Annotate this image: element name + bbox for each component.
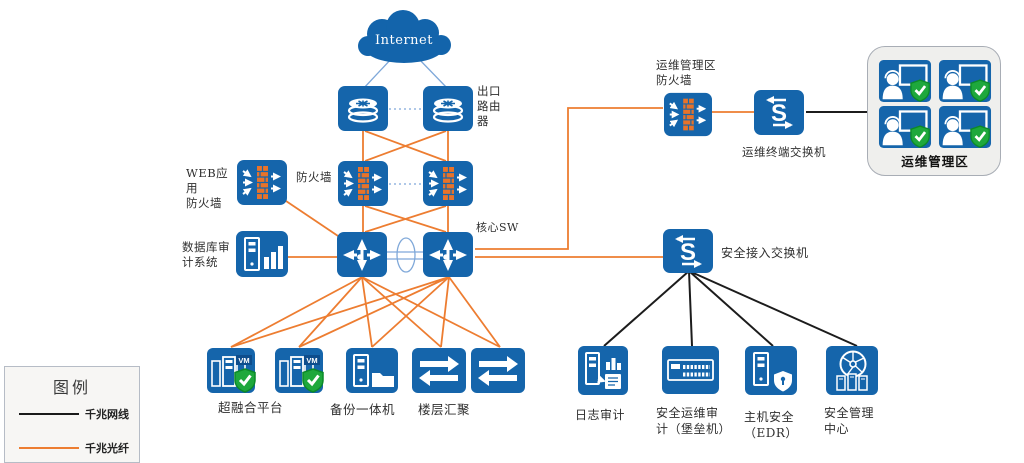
- firewall-icon: [423, 161, 473, 206]
- switch-s-glyph: S: [771, 100, 787, 127]
- om-firewall-label: 运维管理区 防火墙: [656, 58, 716, 87]
- internet-cloud: Internet: [356, 7, 452, 65]
- s-switch-icon: S: [754, 90, 804, 135]
- access-switch-label: 安全接入交换机: [721, 246, 809, 260]
- backup-icon: [346, 348, 398, 393]
- stack-ring: [396, 237, 416, 273]
- om-terminal-switch-node: S: [754, 90, 804, 135]
- router-icon: [423, 86, 473, 131]
- om-terminal-switch-label: 运维终端交换机: [742, 145, 826, 159]
- s-switch-icon: S: [663, 229, 713, 273]
- bastion-label: 安全运维审 计（堡垒机）: [656, 406, 732, 436]
- backup-node: [346, 348, 398, 393]
- legend-item-label: 千兆光纤: [85, 442, 129, 455]
- core-switch-right: [423, 232, 473, 277]
- legend-box: 图例 千兆网线 千兆光纤: [4, 366, 140, 463]
- hyperconverged-node: VM: [275, 348, 324, 393]
- internet-label: Internet: [375, 33, 433, 48]
- cable-links: [603, 111, 867, 347]
- legend-title: 图例: [52, 378, 91, 397]
- core-switch-icon: [423, 232, 473, 277]
- floor-agg-label: 楼层汇聚: [418, 402, 471, 417]
- exit-router-left: [338, 86, 388, 131]
- om-zone-box: 运维管理区: [867, 46, 1001, 176]
- router-icon: [338, 86, 388, 131]
- db-audit-node: [236, 231, 288, 277]
- waf-label: WEB应用 防火墙: [186, 166, 229, 210]
- edr-label: 主机安全 （EDR）: [744, 410, 798, 440]
- double-arrow-switch-icon: [412, 348, 466, 393]
- waf-node: [237, 160, 287, 205]
- om-firewall-node: [664, 92, 712, 137]
- legend-item-cable: 千兆网线: [5, 407, 141, 421]
- legend-item-label: 千兆网线: [85, 408, 129, 421]
- hyperconverged-icon: VM: [207, 348, 256, 393]
- om-operator-icon: [937, 60, 993, 102]
- fiber-line-sample: [19, 447, 79, 449]
- core-switch-left: [337, 232, 387, 277]
- edr-icon: [745, 346, 797, 395]
- firewall-left: [338, 161, 388, 206]
- core-switch-label: 核心SW: [476, 221, 519, 234]
- blue-links: [362, 56, 449, 273]
- backup-label: 备份一体机: [330, 402, 396, 417]
- om-operator-icon: [937, 106, 993, 148]
- exit-router-right: [423, 86, 473, 131]
- smc-label: 安全管理 中心: [824, 406, 875, 436]
- exit-router-label: 出口 路由 器: [477, 84, 501, 128]
- smc-icon: [826, 346, 878, 395]
- switch-s-glyph: S: [680, 239, 696, 266]
- hyperconverged-icon: VM: [275, 348, 324, 393]
- double-arrow-switch-icon: [471, 348, 525, 393]
- om-firewall-icon: [664, 92, 712, 137]
- db-audit-icon: [236, 231, 288, 277]
- core-switch-icon: [337, 232, 387, 277]
- smc-node: [826, 346, 878, 395]
- log-audit-icon: [578, 346, 628, 395]
- hyperconverged-node: VM: [207, 348, 256, 393]
- bastion-icon: [662, 346, 719, 394]
- cable-line-sample: [19, 413, 79, 415]
- waf-firewall-icon: [237, 160, 287, 205]
- floor-agg-node: [412, 348, 466, 393]
- cloud-icon: [358, 10, 451, 63]
- log-audit-node: [578, 346, 628, 395]
- fiber-links: [230, 107, 754, 348]
- bastion-node: [662, 346, 719, 394]
- om-operator-icon: [877, 60, 933, 102]
- edr-node: [745, 346, 797, 395]
- vm-badge: VM: [238, 356, 249, 365]
- vm-badge: VM: [306, 356, 317, 365]
- db-audit-label: 数据库审 计系统: [182, 240, 230, 269]
- om-operator-icon: [877, 106, 933, 148]
- firewall-icon: [338, 161, 388, 206]
- hyperconverged-label: 超融合平台: [218, 400, 284, 415]
- om-zone-label: 运维管理区: [901, 154, 969, 169]
- legend-item-fiber: 千兆光纤: [5, 441, 141, 455]
- access-switch-node: S: [663, 229, 713, 273]
- log-audit-label: 日志审计: [575, 408, 626, 422]
- floor-agg-node: [471, 348, 525, 393]
- firewall-label: 防火墙: [296, 170, 332, 184]
- firewall-right: [423, 161, 473, 206]
